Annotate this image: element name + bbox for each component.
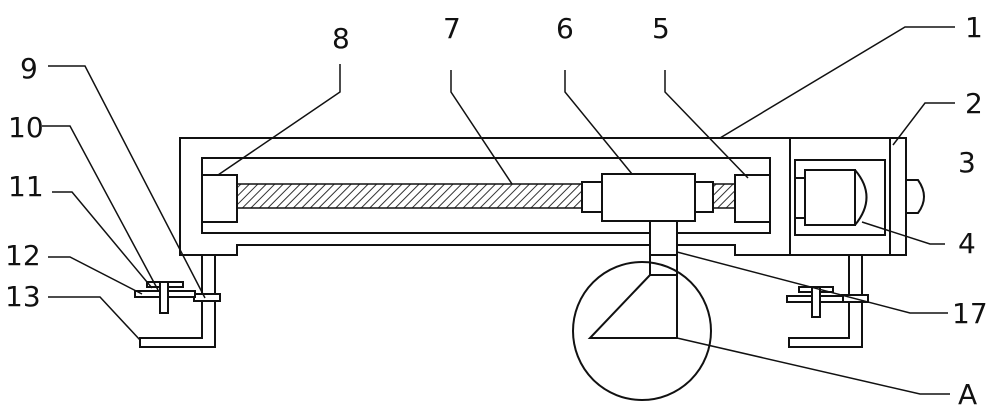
- label-9: 9: [20, 52, 38, 85]
- label-12: 12: [5, 239, 41, 272]
- end-plate: [889, 137, 907, 256]
- label-6: 6: [556, 12, 574, 45]
- leader-5: [664, 70, 749, 179]
- detail-circle-a: [572, 261, 712, 401]
- bearing-block-left: [201, 174, 238, 223]
- label-10: 10: [8, 111, 44, 144]
- label-1: 1: [965, 11, 983, 44]
- leader-10: [42, 125, 159, 291]
- label-3: 3: [958, 146, 976, 179]
- label-8: 8: [332, 22, 350, 55]
- left-screw: [159, 281, 169, 314]
- label-13: 13: [5, 280, 41, 313]
- label-11: 11: [8, 170, 44, 203]
- bearing-block-right: [734, 174, 771, 223]
- slider-nut: [601, 173, 696, 222]
- scraper-blade: [587, 274, 678, 339]
- right-bracket: [788, 255, 863, 348]
- motor: [804, 169, 856, 226]
- label-7: 7: [443, 12, 461, 45]
- leader-6: [564, 70, 633, 175]
- leader-a: [676, 337, 950, 395]
- leader-11: [52, 191, 153, 289]
- left-pin: [193, 293, 221, 302]
- label-2: 2: [965, 87, 983, 120]
- motor-end-cap: [854, 169, 868, 226]
- leader-1: [719, 26, 955, 139]
- stem-upper: [649, 220, 678, 256]
- right-screw: [811, 286, 821, 318]
- nut-flange-left: [581, 181, 603, 213]
- motor-coupling: [794, 177, 806, 219]
- label-5: 5: [652, 12, 670, 45]
- left-bracket: [139, 255, 216, 348]
- adjust-knob: [905, 179, 925, 214]
- leader-2: [892, 102, 955, 146]
- leader-7: [450, 70, 513, 185]
- leader-8: [217, 64, 341, 176]
- leader-4: [861, 221, 945, 245]
- label-a: A: [958, 378, 977, 411]
- leader-17: [676, 251, 948, 314]
- label-17: 17: [952, 297, 988, 330]
- leader-13: [48, 296, 141, 341]
- leader-9: [48, 65, 206, 299]
- label-4: 4: [958, 227, 976, 260]
- leader-12: [48, 256, 143, 295]
- nut-flange-right: [694, 181, 714, 213]
